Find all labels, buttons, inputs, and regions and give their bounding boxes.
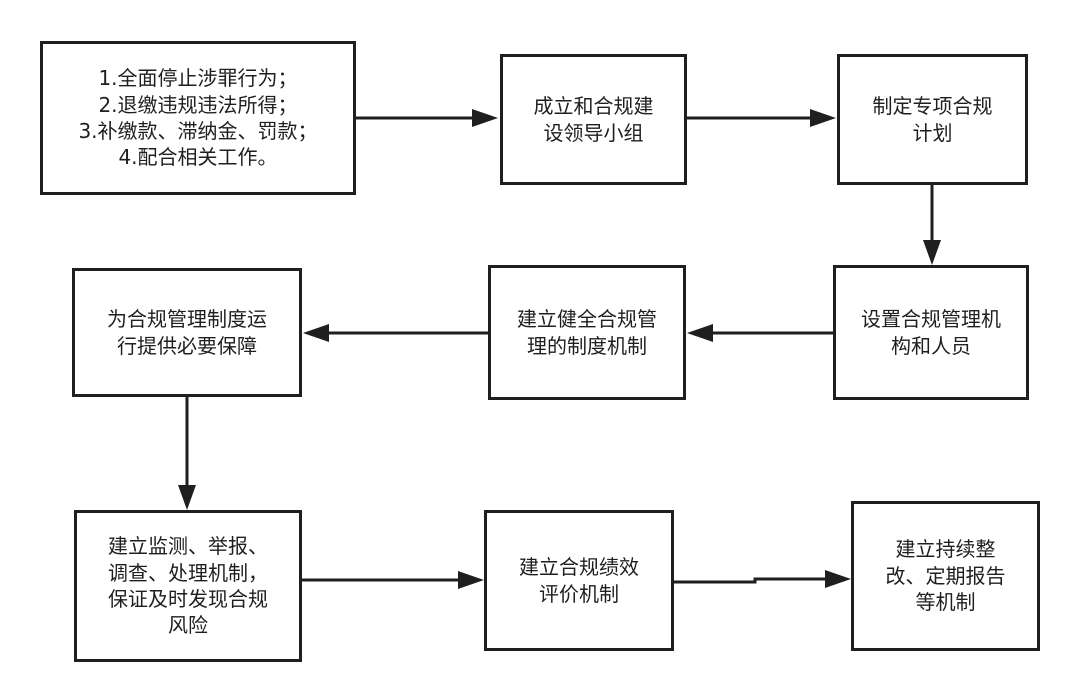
step-text-line: 构和人员 — [891, 333, 971, 358]
edge-n8-n9 — [674, 570, 851, 588]
step-text-line: 2.退缴违规违法所得； — [98, 92, 298, 117]
step-text-line: 改、定期报告 — [885, 563, 1006, 588]
step-leadership-group: 成立和合规建 设领导小组 — [500, 54, 687, 185]
step-text-line: 理的制度机制 — [527, 333, 647, 358]
step-text-line: 4.配合相关工作。 — [118, 145, 278, 170]
step-text-line: 3.补缴款、滞纳金、罚款； — [78, 119, 318, 143]
step-organization-staff: 设置合规管理机 构和人员 — [833, 265, 1029, 400]
edge-n2-n3 — [687, 109, 836, 127]
edge-n1-n2 — [356, 109, 498, 127]
edge-n3-n4 — [923, 185, 941, 265]
step-text-line: 调查、处理机制， — [108, 560, 268, 585]
step-text-line: 风险 — [168, 613, 208, 638]
edge-n4-n5 — [687, 324, 833, 342]
step-text-line: 保证及时发现合规 — [108, 587, 268, 611]
step-text-line: 制定专项合规 — [872, 94, 993, 119]
step-text-line: 行提供必要保障 — [117, 333, 257, 358]
step-text-line: 建立健全合规管 — [517, 307, 657, 332]
step-system-mechanism: 建立健全合规管 理的制度机制 — [488, 265, 686, 400]
step-text-line: 评价机制 — [539, 581, 619, 606]
step-text-line: 建立持续整 — [895, 537, 996, 562]
step-text-line: 设领导小组 — [543, 120, 644, 145]
step-text-line: 为合规管理制度运 — [107, 307, 267, 332]
edge-n5-n6 — [303, 324, 488, 342]
step-monitoring-mechanism: 建立监测、举报、 调查、处理机制， 保证及时发现合规 风险 — [74, 510, 302, 662]
step-text-line: 计划 — [912, 120, 953, 145]
step-stop-offenses: 1.全面停止涉罪行为； 2.退缴违规违法所得； 3.补缴款、滞纳金、罚款； 4.… — [40, 41, 356, 195]
step-text-line: 设置合规管理机 — [861, 307, 1001, 332]
step-text-line: 成立和合规建 — [533, 94, 654, 119]
step-operation-guarantee: 为合规管理制度运 行提供必要保障 — [72, 268, 302, 397]
step-text-line: 1.全面停止涉罪行为； — [98, 66, 298, 91]
edge-n6-n7 — [178, 397, 196, 510]
step-compliance-plan: 制定专项合规 计划 — [837, 54, 1028, 185]
edge-n7-n8 — [302, 571, 484, 589]
step-text-line: 建立监测、举报、 — [108, 534, 268, 559]
step-continuous-rectification: 建立持续整 改、定期报告 等机制 — [851, 501, 1040, 651]
step-text-line: 建立合规绩效 — [519, 555, 639, 580]
step-performance-evaluation: 建立合规绩效 评价机制 — [484, 510, 674, 651]
step-text-line: 等机制 — [915, 590, 976, 615]
